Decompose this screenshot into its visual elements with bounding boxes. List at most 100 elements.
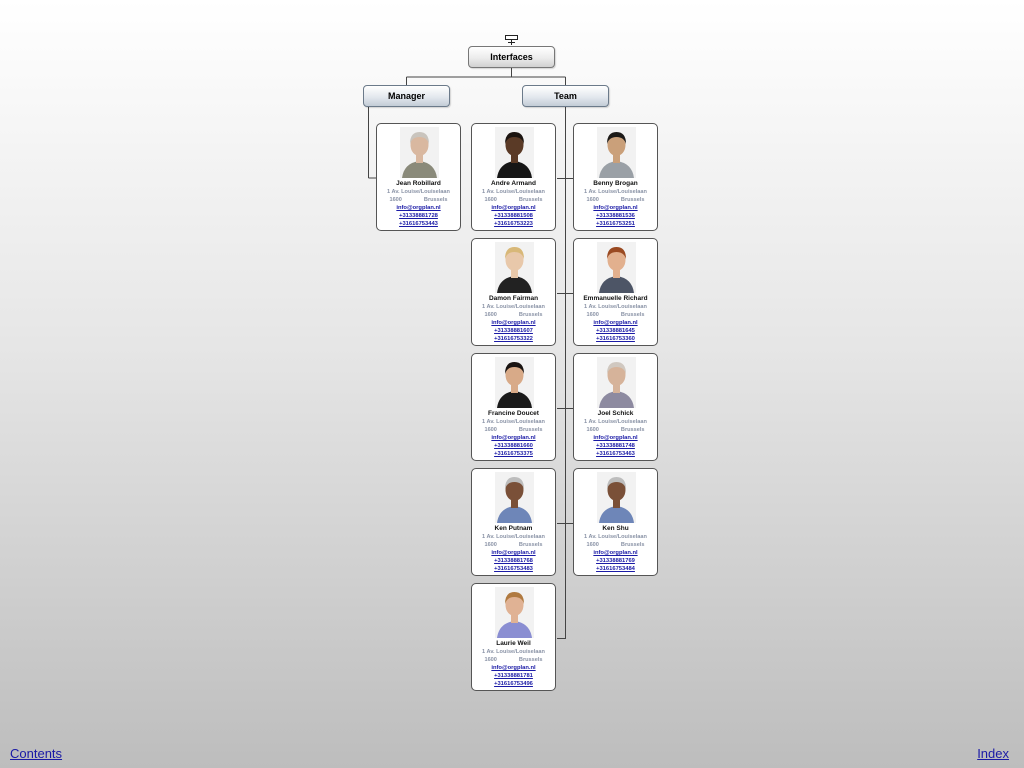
- person-email-link[interactable]: info@orgplan.nl: [491, 665, 536, 671]
- person-name: Jean Robillard: [396, 180, 441, 187]
- person-address-city-line: 1600 Brussels: [472, 197, 555, 203]
- unit-team[interactable]: Team: [522, 85, 609, 107]
- person-name: Benny Brogan: [593, 180, 638, 187]
- person-phone-link[interactable]: +31338881781: [494, 673, 533, 679]
- person-card-emmanuelle-richard[interactable]: Emmanuelle Richard 1 Av. Louise/Louisela…: [573, 238, 658, 346]
- person-address-city-line: 1600 Brussels: [574, 197, 657, 203]
- person-card-jean-robillard[interactable]: Jean Robillard 1 Av. Louise/Louiselaan 1…: [376, 123, 461, 231]
- person-address-city-line: 1600 Brussels: [574, 312, 657, 318]
- person-photo: [597, 127, 636, 178]
- person-mobile-link[interactable]: +31616753322: [494, 336, 533, 342]
- person-mobile-link[interactable]: +31616753496: [494, 681, 533, 687]
- person-email-link[interactable]: info@orgplan.nl: [593, 320, 638, 326]
- person-address-zip: 1600: [484, 197, 497, 203]
- person-address-zip: 1600: [484, 312, 497, 318]
- person-phone-link[interactable]: +31338881508: [494, 213, 533, 219]
- person-address-city-line: 1600 Brussels: [472, 427, 555, 433]
- person-address-street: 1 Av. Louise/Louiselaan: [482, 649, 545, 655]
- person-address-street: 1 Av. Louise/Louiselaan: [482, 534, 545, 540]
- person-email-link[interactable]: info@orgplan.nl: [491, 205, 536, 211]
- person-phone-link[interactable]: +31338881536: [596, 213, 635, 219]
- person-mobile-link[interactable]: +31616753223: [494, 221, 533, 227]
- person-phone-link[interactable]: +31338881769: [596, 558, 635, 564]
- person-address-zip: 1600: [586, 542, 599, 548]
- person-email-link[interactable]: info@orgplan.nl: [491, 320, 536, 326]
- person-address-city: Brussels: [518, 657, 543, 663]
- person-address-city: Brussels: [518, 197, 543, 203]
- person-name: Andre Armand: [491, 180, 536, 187]
- person-phone-link[interactable]: +31338881645: [596, 328, 635, 334]
- org-root-icon: [505, 35, 518, 45]
- person-email-link[interactable]: info@orgplan.nl: [593, 435, 638, 441]
- person-name: Francine Doucet: [488, 410, 539, 417]
- person-email-link[interactable]: info@orgplan.nl: [491, 550, 536, 556]
- person-phone-link[interactable]: +31338881748: [596, 443, 635, 449]
- person-card-andre-armand[interactable]: Andre Armand 1 Av. Louise/Louiselaan 160…: [471, 123, 556, 231]
- person-photo: [495, 242, 534, 293]
- person-address-street: 1 Av. Louise/Louiselaan: [482, 189, 545, 195]
- person-address-city: Brussels: [518, 542, 543, 548]
- person-address-city: Brussels: [620, 427, 645, 433]
- person-photo: [495, 127, 534, 178]
- person-address-city-line: 1600 Brussels: [472, 657, 555, 663]
- index-link[interactable]: Index: [977, 746, 1009, 761]
- person-photo: [495, 357, 534, 408]
- root-unit-interfaces[interactable]: Interfaces: [468, 46, 555, 68]
- person-address-zip: 1600: [484, 657, 497, 663]
- person-address-zip: 1600: [389, 197, 402, 203]
- person-address-city: Brussels: [620, 197, 645, 203]
- person-photo: [597, 242, 636, 293]
- person-card-francine-doucet[interactable]: Francine Doucet 1 Av. Louise/Louiselaan …: [471, 353, 556, 461]
- contents-link[interactable]: Contents: [10, 746, 63, 761]
- person-name: Joel Schick: [597, 410, 634, 417]
- person-address-city: Brussels: [620, 542, 645, 548]
- person-phone-link[interactable]: +31338881660: [494, 443, 533, 449]
- person-card-ken-shu[interactable]: Ken Shu 1 Av. Louise/Louiselaan 1600 Bru…: [573, 468, 658, 576]
- person-name: Damon Fairman: [488, 295, 539, 302]
- person-card-ken-putnam[interactable]: Ken Putnam 1 Av. Louise/Louiselaan 1600 …: [471, 468, 556, 576]
- person-address-street: 1 Av. Louise/Louiselaan: [584, 189, 647, 195]
- person-name: Ken Putnam: [494, 525, 533, 532]
- person-card-benny-brogan[interactable]: Benny Brogan 1 Av. Louise/Louiselaan 160…: [573, 123, 658, 231]
- person-address-street: 1 Av. Louise/Louiselaan: [482, 304, 545, 310]
- person-address-city-line: 1600 Brussels: [472, 312, 555, 318]
- person-phone-link[interactable]: +31338881607: [494, 328, 533, 334]
- unit-manager[interactable]: Manager: [363, 85, 450, 107]
- person-address-city: Brussels: [518, 427, 543, 433]
- person-mobile-link[interactable]: +31616753484: [596, 566, 635, 572]
- person-address-city: Brussels: [518, 312, 543, 318]
- person-email-link[interactable]: info@orgplan.nl: [593, 205, 638, 211]
- person-address-city-line: 1600 Brussels: [377, 197, 460, 203]
- person-address-street: 1 Av. Louise/Louiselaan: [584, 419, 647, 425]
- person-name: Emmanuelle Richard: [583, 295, 648, 302]
- person-mobile-link[interactable]: +31616753360: [596, 336, 635, 342]
- person-card-laurie-weil[interactable]: Laurie Weil 1 Av. Louise/Louiselaan 1600…: [471, 583, 556, 691]
- person-email-link[interactable]: info@orgplan.nl: [593, 550, 638, 556]
- person-card-joel-schick[interactable]: Joel Schick 1 Av. Louise/Louiselaan 1600…: [573, 353, 658, 461]
- person-card-damon-fairman[interactable]: Damon Fairman 1 Av. Louise/Louiselaan 16…: [471, 238, 556, 346]
- person-address-city-line: 1600 Brussels: [472, 542, 555, 548]
- person-mobile-link[interactable]: +31616753251: [596, 221, 635, 227]
- person-address-zip: 1600: [586, 427, 599, 433]
- person-mobile-link[interactable]: +31616753375: [494, 451, 533, 457]
- person-email-link[interactable]: info@orgplan.nl: [491, 435, 536, 441]
- person-address-street: 1 Av. Louise/Louiselaan: [387, 189, 450, 195]
- person-mobile-link[interactable]: +31616753443: [399, 221, 438, 227]
- person-phone-link[interactable]: +31338881728: [399, 213, 438, 219]
- person-address-zip: 1600: [586, 197, 599, 203]
- person-name: Laurie Weil: [496, 640, 531, 647]
- person-address-street: 1 Av. Louise/Louiselaan: [584, 534, 647, 540]
- person-address-city: Brussels: [620, 312, 645, 318]
- person-email-link[interactable]: info@orgplan.nl: [396, 205, 441, 211]
- person-address-city-line: 1600 Brussels: [574, 542, 657, 548]
- person-photo: [495, 472, 534, 523]
- person-address-zip: 1600: [484, 542, 497, 548]
- person-address-street: 1 Av. Louise/Louiselaan: [584, 304, 647, 310]
- person-photo: [597, 357, 636, 408]
- person-mobile-link[interactable]: +31616753483: [494, 566, 533, 572]
- person-address-city: Brussels: [423, 197, 448, 203]
- person-address-city-line: 1600 Brussels: [574, 427, 657, 433]
- person-mobile-link[interactable]: +31616753463: [596, 451, 635, 457]
- person-phone-link[interactable]: +31338881768: [494, 558, 533, 564]
